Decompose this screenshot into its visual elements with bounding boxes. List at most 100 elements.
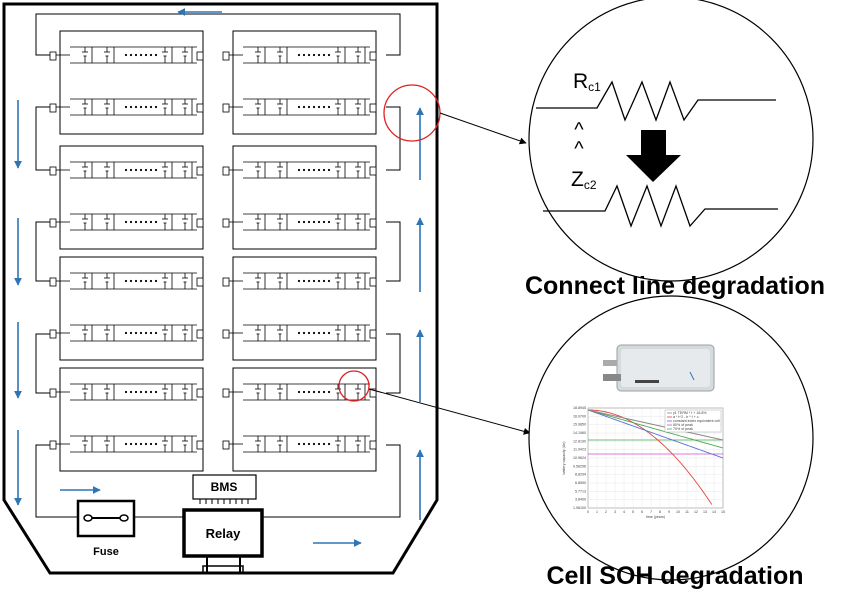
cell-ellipsis: [124, 331, 158, 335]
cell-string: [70, 161, 197, 179]
cell-string: [243, 46, 370, 64]
x-tick-label: 4: [623, 510, 625, 514]
x-axis-label: time (years): [646, 515, 665, 519]
highlight-circle-connector: [383, 84, 441, 142]
rc1-label: Rc1: [573, 70, 601, 94]
legend-entry: y1 TERM * t + 18.8%: [673, 411, 707, 415]
callout-arrow-cell: [368, 388, 531, 435]
cell-string: [70, 435, 197, 453]
legend-entry: 80% of peak: [673, 423, 693, 427]
x-tick-label: 15: [721, 510, 725, 514]
cell-string: [243, 324, 370, 342]
cell-string: [243, 435, 370, 453]
x-tick-label: 7: [650, 510, 652, 514]
cell-soh-detail: 18.894516.970015.985014.196012.819011.94…: [528, 295, 814, 581]
battery-module-2: [49, 145, 204, 250]
pouch-cell-image: [603, 344, 715, 392]
y-tick-label: 16.9700: [573, 414, 586, 418]
cell-string: [70, 213, 197, 231]
y-tick-label: 12.8190: [573, 439, 586, 443]
battery-module-8: [222, 367, 377, 472]
cell-ellipsis: [124, 390, 158, 394]
battery-module-4: [49, 367, 204, 472]
battery-modules: [49, 30, 377, 472]
connect-line-caption: Connect line degradation: [525, 272, 825, 300]
x-tick-label: 1: [596, 510, 598, 514]
x-tick-label: 11: [685, 510, 689, 514]
cell-ellipsis: [297, 105, 331, 109]
curve-quadratic: [588, 409, 713, 505]
battery-module-7: [222, 256, 377, 361]
cell-ellipsis: [297, 390, 331, 394]
cell-string: [70, 272, 197, 290]
x-tick-label: 2: [605, 510, 607, 514]
x-tick-label: 12: [694, 510, 698, 514]
battery-module-6: [222, 145, 377, 250]
connect-line-detail: Rc1 Zc2 ^ ^: [528, 0, 814, 282]
bms: BMS: [192, 474, 257, 504]
y-tick-label: 9.58256: [573, 464, 586, 468]
battery-module-3: [49, 256, 204, 361]
y-tick-label: 11.9423: [573, 448, 586, 452]
cell-string: [243, 213, 370, 231]
x-tick-label: 3: [614, 510, 616, 514]
battery-module-1: [49, 30, 204, 135]
fuse-label: Fuse: [93, 546, 119, 558]
cell-string: [70, 324, 197, 342]
fuse: Fuse: [76, 499, 136, 558]
pack-enclosure: [2, 2, 439, 575]
y-tick-label: 15.9850: [573, 423, 586, 427]
cell-ellipsis: [297, 220, 331, 224]
cell-string: [70, 46, 197, 64]
x-tick-label: 13: [703, 510, 707, 514]
cell-string: [243, 272, 370, 290]
highlight-circle-cell: [338, 370, 370, 402]
y-tick-label: 5.7713: [575, 489, 586, 493]
y-tick-label: 18.8945: [573, 406, 586, 410]
plot-legend: y1 TERM * t + 18.8%a * t^2 - b * t + cco…: [664, 409, 722, 433]
x-tick-label: 10: [676, 510, 680, 514]
resistor-rc1: [536, 80, 776, 122]
relay-label: Relay: [206, 526, 241, 541]
y-tick-label: 8.8294: [575, 473, 586, 477]
legend-entry: a * t^2 - b * t + c: [673, 415, 699, 419]
x-tick-label: 8: [659, 510, 661, 514]
cell-ellipsis: [124, 220, 158, 224]
x-tick-label: 14: [712, 510, 716, 514]
cell-ellipsis: [124, 105, 158, 109]
x-tick-label: 5: [632, 510, 634, 514]
cell-string: [243, 161, 370, 179]
x-tick-label: 6: [641, 510, 643, 514]
current-flow-arrows: [14, 8, 424, 547]
y-tick-label: 1.98100: [573, 506, 586, 510]
cell-ellipsis: [124, 168, 158, 172]
cell-ellipsis: [297, 279, 331, 283]
cell-ellipsis: [124, 53, 158, 57]
y-tick-label: 3.8400: [575, 498, 586, 502]
legend-entry: constant index equivalent cell: [673, 419, 720, 423]
relay: Relay: [182, 508, 264, 574]
callout-arrow-connect: [439, 112, 527, 145]
legend-entry: 70% of peak: [673, 427, 693, 431]
degradation-arrow-icon: [626, 130, 681, 182]
y-axis-label: battery capacity (Ah): [562, 442, 566, 475]
soh-plot: 18.894516.970015.985014.196012.819011.94…: [562, 406, 725, 519]
curve-linear-2: [587, 409, 724, 449]
bms-label: BMS: [211, 480, 238, 494]
module-wiring: [35, 13, 401, 518]
cell-ellipsis: [124, 442, 158, 446]
curve-index: [587, 409, 724, 441]
curve-linear: [587, 409, 724, 459]
cell-string: [243, 98, 370, 116]
x-tick-label: 9: [668, 510, 670, 514]
resistor-zc2: [543, 184, 778, 228]
cell-soh-caption: Cell SOH degradation: [547, 562, 804, 590]
inequality-mark-1: ^: [574, 119, 584, 141]
zc2-label: Zc2: [571, 168, 597, 192]
cell-ellipsis: [124, 279, 158, 283]
cell-ellipsis: [297, 53, 331, 57]
y-tick-label: 6.8590: [575, 481, 586, 485]
cell-ellipsis: [297, 442, 331, 446]
